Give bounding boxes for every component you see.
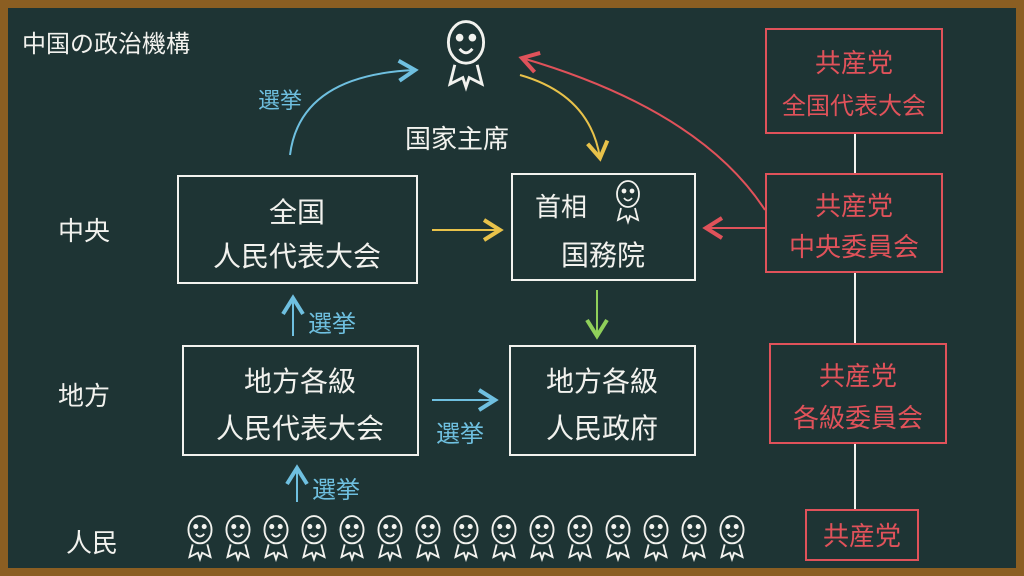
box-npc-line2: 人民代表大会 (213, 240, 381, 273)
party-arrow-head-of-state (518, 50, 766, 211)
party-local-committee-line1: 共産党 (819, 362, 897, 392)
box-npc-line1: 全国 (269, 196, 325, 229)
party-base-line1: 共産党 (823, 522, 901, 552)
party-local-committee: 共産党 各級委員会 (769, 343, 947, 444)
level-local: 地方 (58, 382, 110, 412)
election-label-4: 選挙 (312, 476, 360, 504)
party-central-committee-line1: 共産党 (815, 192, 893, 222)
election-label-1: 選挙 (258, 89, 302, 114)
party-central-committee-line2: 中央委員会 (789, 233, 919, 263)
box-local-congress: 地方各級 人民代表大会 (182, 345, 419, 456)
party-national-congress-line2: 全国代表大会 (782, 92, 926, 120)
election-label-3: 選挙 (436, 420, 484, 448)
level-central: 中央 (58, 217, 110, 247)
level-people: 人民 (66, 529, 118, 559)
party-local-committee-line2: 各級委員会 (793, 404, 923, 434)
box-state-council-line2: 国務院 (561, 239, 645, 272)
election-label-2: 選挙 (308, 310, 356, 338)
box-local-government-line2: 人民政府 (546, 412, 658, 445)
box-local-congress-line1: 地方各級 (244, 365, 356, 398)
party-national-congress: 共産党 全国代表大会 (765, 28, 943, 134)
head-of-state-label: 国家主席 (405, 125, 509, 155)
party-central-committee: 共産党 中央委員会 (765, 173, 943, 273)
box-state-council-line1: 首相 (535, 193, 587, 223)
box-npc: 全国 人民代表大会 (177, 175, 418, 284)
election-arrow-head-of-state (289, 58, 419, 156)
box-local-government: 地方各級 人民政府 (509, 345, 696, 456)
party-base: 共産党 (805, 509, 919, 561)
box-local-congress-line2: 人民代表大会 (216, 412, 384, 445)
page-title: 中国の政治機構 (22, 30, 190, 58)
box-state-council: 首相 国務院 (511, 173, 696, 281)
box-local-government-line1: 地方各級 (546, 365, 658, 398)
party-national-congress-line1: 共産党 (815, 49, 893, 79)
appoint-arrow-premier (519, 74, 610, 162)
